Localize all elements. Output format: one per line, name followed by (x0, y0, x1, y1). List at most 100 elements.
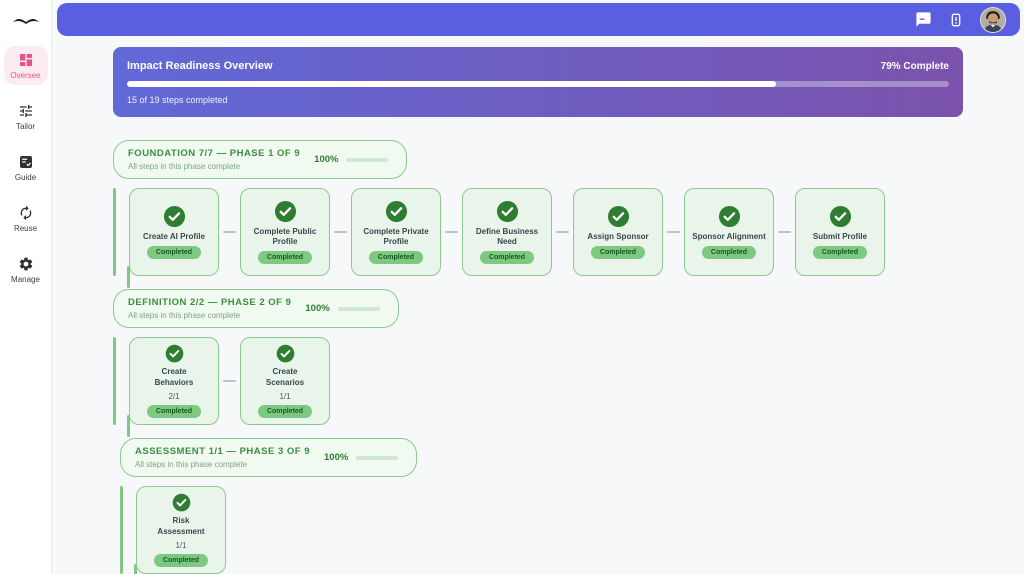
step-status-badge: Completed (257, 251, 313, 265)
guide-icon (18, 154, 34, 170)
step-title: Complete Public Profile (253, 226, 317, 246)
check-circle-icon (274, 200, 296, 222)
step-title: Define Business Need (475, 226, 539, 246)
step-connector (330, 231, 351, 233)
alert-icon[interactable] (947, 11, 965, 29)
check-circle-icon (163, 205, 185, 227)
phase-title: ASSESSMENT 1/1 — PHASE 3 OF 9 (135, 446, 310, 457)
app-logo[interactable] (10, 10, 42, 32)
phase-percent-label: 100% (324, 452, 349, 463)
check-circle-icon (607, 205, 629, 227)
phase-header-text: FOUNDATION 7/7 — PHASE 1 OF 9 All steps … (128, 148, 300, 171)
step-card[interactable]: Complete Public Profile Completed (240, 188, 330, 276)
phase-progress: 100% (324, 452, 399, 463)
step-title: Create Scenarios (265, 367, 305, 387)
step-connector (219, 380, 240, 382)
phase-header[interactable]: FOUNDATION 7/7 — PHASE 1 OF 9 All steps … (113, 140, 408, 179)
phase-connector-line (127, 266, 130, 288)
phase-accent-line (113, 188, 116, 276)
phase-step-row: Risk Assessment 1/1 Completed (120, 486, 1013, 574)
step-title: Submit Profile (812, 231, 868, 241)
bird-logo-icon (12, 18, 39, 24)
step-status-badge: Completed (153, 554, 209, 567)
step-title: Risk Assessment (157, 516, 205, 536)
step-card[interactable]: Sponsor Alignment Completed (684, 188, 774, 276)
overview-banner: Impact Readiness Overview 79% Complete 1… (113, 47, 963, 117)
phase-subtitle: All steps in this phase complete (128, 311, 241, 320)
step-status-badge: Completed (701, 246, 757, 260)
phase-connector-line (134, 564, 137, 574)
phase-connector-line (127, 415, 130, 437)
phase-section: DEFINITION 2/2 — PHASE 2 OF 9 All steps … (113, 288, 1013, 437)
check-circle-icon (829, 205, 851, 227)
check-circle-icon (385, 200, 407, 222)
step-card[interactable]: Submit Profile Completed (795, 188, 885, 276)
sidebar-item-guide[interactable]: Guide (4, 148, 48, 187)
step-status-badge: Completed (257, 405, 313, 418)
step-title: Assign Sponsor (587, 231, 649, 241)
phase-section: ASSESSMENT 1/1 — PHASE 3 OF 9 All steps … (120, 437, 1013, 574)
avatar-photo (981, 7, 1005, 32)
step-card[interactable]: Create AI Profile Completed (129, 188, 219, 276)
step-connector (552, 231, 573, 233)
phase-progress-track (337, 306, 380, 311)
phase-percent-label: 100% (305, 303, 330, 314)
phase-subtitle: All steps in this phase complete (135, 460, 248, 469)
step-title: Create Behaviors (154, 367, 194, 387)
sidebar: Oversee Tailor Guide Reuse Manage (0, 0, 52, 574)
user-avatar[interactable] (980, 6, 1006, 33)
phase-accent-line (113, 337, 116, 425)
topbar (57, 3, 1020, 36)
sidebar-item-label: Reuse (13, 224, 38, 233)
step-title: Sponsor Alignment (692, 231, 766, 241)
step-card[interactable]: Define Business Need Completed (462, 188, 552, 276)
chat-icon[interactable] (914, 11, 932, 29)
phase-subtitle: All steps in this phase complete (128, 162, 241, 171)
overview-percent-label: 79% Complete (880, 60, 949, 72)
overview-progress-track (127, 81, 949, 87)
step-connector (441, 231, 462, 233)
phase-header[interactable]: ASSESSMENT 1/1 — PHASE 3 OF 9 All steps … (120, 438, 418, 477)
phase-progress-track (346, 157, 389, 162)
step-cards: Create Behaviors 2/1 Completed Create Sc… (129, 337, 330, 425)
step-card[interactable]: Complete Private Profile Completed (351, 188, 441, 276)
step-title: Complete Private Profile (363, 226, 429, 246)
phase-step-row: Create AI Profile Completed Complete Pub… (113, 188, 1013, 276)
step-card[interactable]: Create Behaviors 2/1 Completed (129, 337, 219, 425)
overview-title: Impact Readiness Overview (127, 60, 273, 72)
sidebar-item-label: Tailor (15, 122, 36, 131)
overview-steps-label: 15 of 19 steps completed (127, 95, 228, 105)
reuse-icon (18, 205, 34, 221)
sidebar-item-reuse[interactable]: Reuse (4, 199, 48, 238)
check-circle-icon (276, 344, 294, 363)
step-status-badge: Completed (146, 405, 202, 418)
step-status-badge: Completed (479, 251, 535, 265)
check-circle-icon (172, 493, 190, 512)
phases-container: FOUNDATION 7/7 — PHASE 1 OF 9 All steps … (113, 139, 1013, 574)
phase-header[interactable]: DEFINITION 2/2 — PHASE 2 OF 9 All steps … (113, 289, 399, 328)
sidebar-item-tailor[interactable]: Tailor (4, 97, 48, 136)
phase-accent-line (120, 486, 123, 574)
step-cards: Create AI Profile Completed Complete Pub… (129, 188, 885, 276)
step-cards: Risk Assessment 1/1 Completed (136, 486, 226, 574)
phase-progress-track (356, 455, 399, 460)
phase-header-text: ASSESSMENT 1/1 — PHASE 3 OF 9 All steps … (135, 446, 310, 469)
step-status-badge: Completed (590, 246, 646, 260)
phase-percent-label: 100% (314, 154, 339, 165)
step-status-badge: Completed (146, 246, 202, 260)
sidebar-item-manage[interactable]: Manage (4, 250, 48, 289)
sidebar-nav: Oversee Tailor Guide Reuse Manage (0, 46, 51, 289)
phase-progress: 100% (314, 154, 389, 165)
phase-title: FOUNDATION 7/7 — PHASE 1 OF 9 (128, 148, 301, 159)
gear-icon (18, 256, 34, 272)
step-card[interactable]: Risk Assessment 1/1 Completed (136, 486, 226, 574)
step-card[interactable]: Create Scenarios 1/1 Completed (240, 337, 330, 425)
step-title: Create AI Profile (143, 231, 205, 241)
step-count: 2/1 (168, 392, 180, 401)
dashboard-icon (18, 52, 34, 68)
check-circle-icon (165, 344, 183, 363)
sidebar-item-oversee[interactable]: Oversee (3, 46, 48, 85)
step-connector (219, 231, 240, 233)
check-circle-icon (718, 205, 740, 227)
step-card[interactable]: Assign Sponsor Completed (573, 188, 663, 276)
